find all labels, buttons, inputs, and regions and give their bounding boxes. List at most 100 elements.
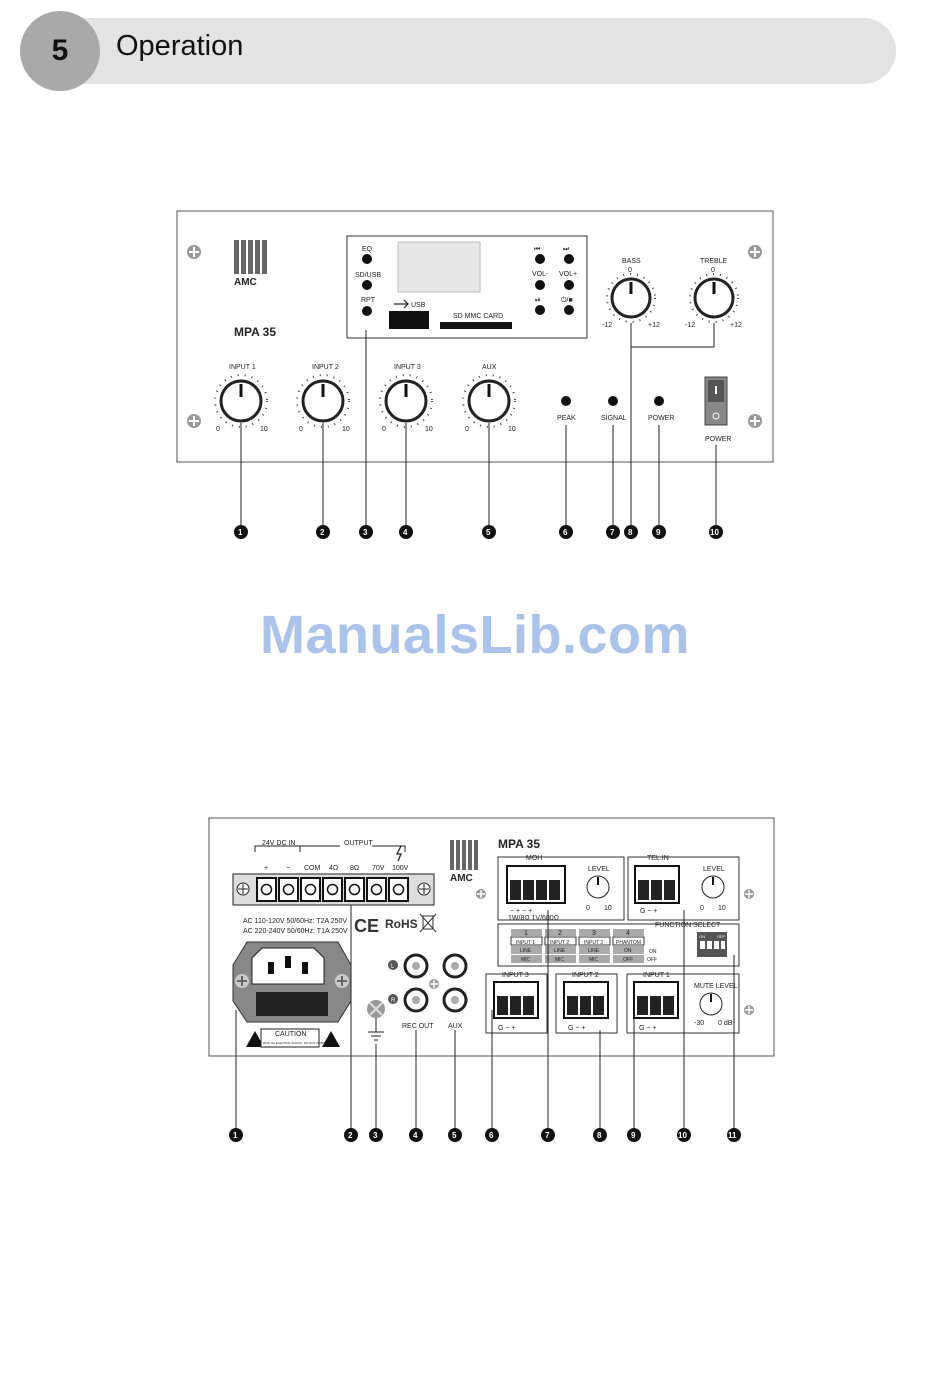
treble-min: -12	[685, 322, 695, 329]
amc-logo-icon	[234, 240, 267, 274]
input-3-group: INPUT 3 0 10	[379, 364, 433, 433]
input-block-label: INPUT 2	[572, 972, 599, 979]
bass-top: 0	[628, 267, 632, 274]
callout-badge: 4	[409, 1128, 423, 1142]
fs-off: MIC	[521, 957, 531, 963]
power-led	[654, 396, 664, 406]
rec-out-r-jack[interactable]	[403, 987, 429, 1013]
fs-on: LINE	[520, 948, 532, 954]
rpt-button[interactable]	[362, 306, 372, 316]
svg-text:5: 5	[486, 528, 491, 537]
rec-out-l-jack[interactable]	[403, 953, 429, 979]
speaker-terminal-strip[interactable]	[232, 873, 435, 906]
screw-icon	[744, 889, 754, 899]
ac-inlet[interactable]	[232, 941, 352, 1023]
input-knob-label: AUX	[482, 364, 497, 371]
indicator-label: SIGNAL	[601, 415, 627, 422]
fs-off-label: OFF	[647, 957, 657, 963]
input-2-knob[interactable]	[296, 374, 350, 428]
usb-port[interactable]	[389, 311, 429, 329]
screw-icon	[748, 414, 762, 428]
input-knob-label: INPUT 1	[229, 364, 256, 371]
svg-text:2: 2	[348, 1131, 353, 1140]
callout-badge: 9	[652, 525, 666, 539]
sd-usb-button[interactable]	[362, 280, 372, 290]
svg-text:8: 8	[628, 528, 633, 537]
front-panel-diagram: AMC MPA 35 EQ SD/USB RPT USB SD MMC CARD…	[176, 210, 774, 539]
input-1-terminal[interactable]	[633, 981, 679, 1019]
mute-level-knob[interactable]	[699, 992, 723, 1016]
rear-model: MPA 35	[498, 837, 540, 851]
sd-label: SD MMC CARD	[453, 313, 503, 320]
prev-button[interactable]	[535, 254, 545, 264]
caution-text: RISK OF ELECTRIC SHOCK. DO NOT OPEN.	[263, 1041, 326, 1045]
svg-text:6: 6	[489, 1131, 494, 1140]
indicator-label: POWER	[648, 415, 674, 422]
moh-level-label: LEVEL	[588, 866, 610, 873]
tel-level-knob[interactable]	[701, 875, 725, 899]
svg-text:4: 4	[403, 528, 408, 537]
input-3-knob[interactable]	[379, 374, 433, 428]
player-btn-label: VOL+	[559, 271, 577, 278]
usb-label: USB	[411, 302, 426, 309]
input-block-label: INPUT 3	[502, 972, 529, 979]
input-3-terminal[interactable]	[493, 981, 539, 1019]
play-pause-button[interactable]	[535, 305, 545, 315]
dip-switch[interactable]	[697, 932, 727, 957]
callout-badge: 4	[399, 525, 413, 539]
dip-on-label: ON	[699, 934, 705, 939]
moh-imp: 1W/8Ω 1V/600Ω	[508, 915, 559, 922]
caution-label: CAUTION	[275, 1031, 307, 1038]
tel-max: 10	[718, 905, 726, 912]
svg-text:8: 8	[597, 1131, 602, 1140]
callout-badge: 3	[359, 525, 373, 539]
moh-min: 0	[586, 905, 590, 912]
tel-in-terminal[interactable]	[634, 865, 680, 904]
bracket-lines	[254, 845, 406, 852]
svg-text:1: 1	[233, 1131, 238, 1140]
input-1-knob[interactable]	[214, 374, 268, 428]
power-stop-button[interactable]	[564, 305, 574, 315]
bass-knob[interactable]	[606, 273, 656, 323]
function-column: 2 INPUT 2 LINE MIC	[544, 929, 577, 963]
next-button[interactable]	[564, 254, 574, 264]
power-switch[interactable]	[704, 376, 728, 426]
fs-num: 2	[558, 930, 562, 937]
fs-off: OFF	[623, 957, 633, 963]
aux-knob[interactable]	[462, 374, 516, 428]
aux-r-jack[interactable]	[442, 987, 468, 1013]
terminal-label: +	[264, 865, 268, 872]
fs-num: 1	[524, 930, 528, 937]
input-knob-label: INPUT 3	[394, 364, 421, 371]
indicator-label: PEAK	[557, 415, 576, 422]
moh-level-knob[interactable]	[586, 875, 610, 899]
input-1-block: INPUT 1 G − + MUTE LEVEL -30 0 dB	[626, 972, 740, 1034]
sd-card-slot[interactable]	[440, 322, 512, 329]
input-1-group: INPUT 1 0 10	[214, 364, 268, 433]
amc-logo-icon	[450, 840, 478, 870]
player-btn-label: EQ	[362, 246, 373, 253]
knob-max: 10	[425, 426, 433, 433]
input-3-block: INPUT 3 G − +	[485, 972, 548, 1034]
player-btn-label: SD/USB	[355, 272, 381, 279]
vol-down-button[interactable]	[535, 280, 545, 290]
aux-l-jack[interactable]	[442, 953, 468, 979]
input-2-terminal[interactable]	[563, 981, 609, 1019]
screw-icon	[476, 889, 486, 899]
svg-text:10: 10	[710, 528, 719, 537]
terminal-label: 70V	[372, 865, 385, 872]
front-model: MPA 35	[234, 325, 276, 339]
screw-icon	[429, 979, 439, 989]
fs-on-label: ON	[649, 949, 657, 955]
moh-terminal[interactable]	[506, 865, 566, 904]
vol-up-button[interactable]	[564, 280, 574, 290]
treble-knob[interactable]	[689, 273, 739, 323]
knob-max: 10	[508, 426, 516, 433]
player-btn-label: ⏮	[534, 246, 540, 253]
terminal-label: 4Ω	[329, 865, 338, 872]
callout-badge: 1	[234, 525, 248, 539]
caution-box	[260, 1028, 320, 1048]
eq-button[interactable]	[362, 254, 372, 264]
ground-screw[interactable]	[367, 1000, 385, 1018]
player-display	[397, 241, 481, 293]
